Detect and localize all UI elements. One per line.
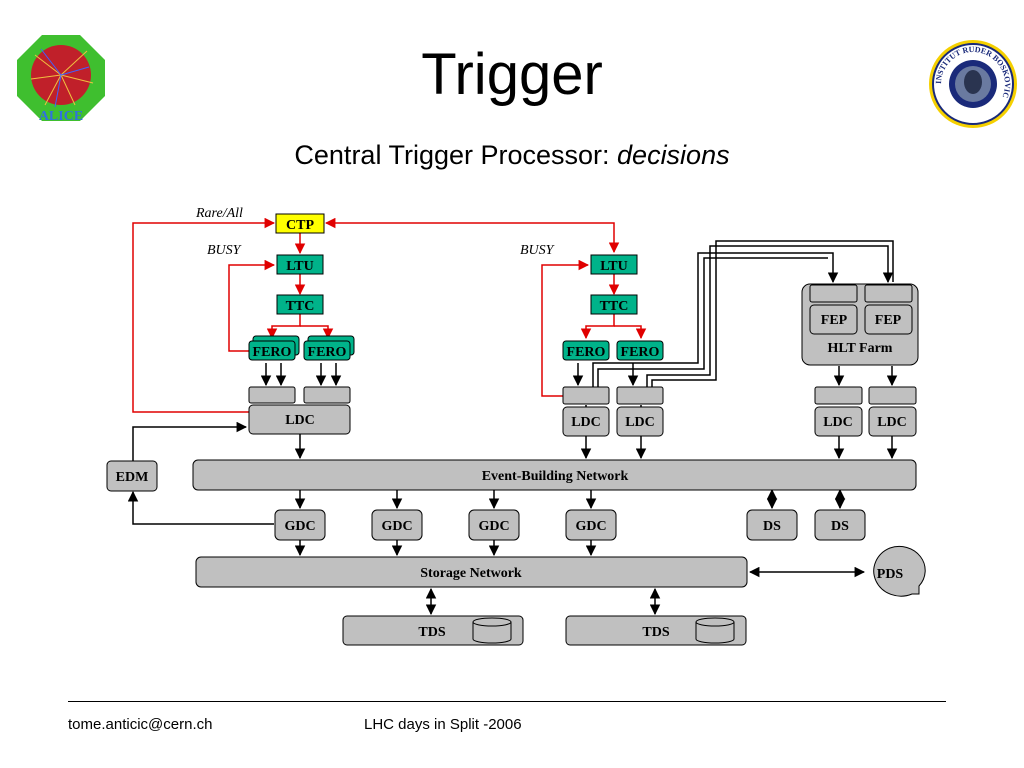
ltu-left-label: LTU xyxy=(286,259,314,274)
fero-right-1-node: FERO xyxy=(562,340,610,361)
ldc-right-2-node: LDC xyxy=(616,406,664,437)
page-subtitle: Central Trigger Processor: decisions xyxy=(0,142,1024,169)
fero-left-2-label: FERO xyxy=(308,345,347,360)
ldc-hlt-1-node: LDC xyxy=(814,406,863,437)
ds-2-label: DS xyxy=(831,519,849,534)
pds-label: PDS xyxy=(877,567,904,582)
ldc-right-1-label: LDC xyxy=(571,415,601,430)
footer-event: LHC days in Split -2006 xyxy=(364,716,522,733)
database-cylinder-icon xyxy=(472,617,512,644)
page-title: Trigger xyxy=(421,42,603,107)
subtitle-emphasis: decisions xyxy=(617,140,730,170)
rare-all-label: Rare/All xyxy=(195,206,243,221)
ldc-left-label: LDC xyxy=(285,413,315,428)
readout-box xyxy=(814,386,863,405)
subtitle-text: Central Trigger Processor: xyxy=(294,140,618,170)
gdc-3-node: GDC xyxy=(468,509,520,541)
ldc-hlt-2-label: LDC xyxy=(877,415,907,430)
fero-right-2-label: FERO xyxy=(621,345,660,360)
ctp-node: CTP xyxy=(275,213,325,234)
edm-label: EDM xyxy=(116,470,149,485)
ctp-label: CTP xyxy=(286,218,314,233)
institute-seal-icon: INSTITUT RUDER BOSKOVIC xyxy=(929,40,1017,128)
database-cylinder-icon xyxy=(695,617,735,644)
ldc-left-node: LDC xyxy=(248,404,351,435)
ldc-hlt-2-node: LDC xyxy=(868,406,917,437)
fero-right-1-label: FERO xyxy=(567,345,606,360)
ltu-right-label: LTU xyxy=(600,259,628,274)
fero-left-1-node: FERO xyxy=(248,335,300,361)
ds-2-node: DS xyxy=(814,509,866,541)
readout-box xyxy=(562,386,610,405)
tds-2-label: TDS xyxy=(642,625,669,640)
storage-network: Storage Network xyxy=(195,556,748,588)
trigger-diagram: CTP LTU TTC FERO FERO LDC LTU TTC FERO F… xyxy=(106,206,926,646)
gdc-1-node: GDC xyxy=(274,509,326,541)
gdc-4-label: GDC xyxy=(575,519,606,534)
fero-left-2-node: FERO xyxy=(303,335,355,361)
ldc-hlt-1-label: LDC xyxy=(823,415,853,430)
tds-2-node: TDS xyxy=(565,615,747,646)
busy-left-label: BUSY xyxy=(207,243,243,258)
event-building-network-label: Event-Building Network xyxy=(482,469,629,484)
gdc-2-node: GDC xyxy=(371,509,423,541)
storage-network-label: Storage Network xyxy=(420,566,522,581)
ds-1-node: DS xyxy=(746,509,798,541)
tds-1-label: TDS xyxy=(418,625,445,640)
fep-2-label: FEP xyxy=(875,313,902,328)
gdc-3-label: GDC xyxy=(478,519,509,534)
hlt-farm-node: FEP FEP HLT Farm xyxy=(801,283,919,366)
readout-box xyxy=(616,386,664,405)
footer-email: tome.anticic@cern.ch xyxy=(68,716,213,733)
hlt-farm-label: HLT Farm xyxy=(828,341,893,356)
readout-box xyxy=(248,386,296,404)
ldc-right-1-node: LDC xyxy=(562,406,610,437)
ds-1-label: DS xyxy=(763,519,781,534)
ltu-right-node: LTU xyxy=(590,254,638,275)
readout-box xyxy=(303,386,351,404)
footer-divider xyxy=(68,701,946,702)
ltu-left-node: LTU xyxy=(276,254,324,275)
gdc-4-node: GDC xyxy=(565,509,617,541)
ttc-right-node: TTC xyxy=(590,294,638,315)
gdc-1-label: GDC xyxy=(284,519,315,534)
busy-right-label: BUSY xyxy=(520,243,556,258)
gdc-2-label: GDC xyxy=(381,519,412,534)
pds-node: PDS xyxy=(873,545,926,597)
alice-logo-icon: ALICE xyxy=(17,35,105,123)
ttc-left-label: TTC xyxy=(286,299,315,314)
fep-1-label: FEP xyxy=(821,313,848,328)
alice-logo-text: ALICE xyxy=(39,109,83,123)
ttc-left-node: TTC xyxy=(276,294,324,315)
fero-right-2-node: FERO xyxy=(616,340,664,361)
ldc-right-2-label: LDC xyxy=(625,415,655,430)
edm-node: EDM xyxy=(106,460,158,492)
tds-1-node: TDS xyxy=(342,615,524,646)
ttc-right-label: TTC xyxy=(600,299,629,314)
readout-box xyxy=(868,386,917,405)
event-building-network: Event-Building Network xyxy=(192,459,917,491)
fero-left-1-label: FERO xyxy=(253,345,292,360)
